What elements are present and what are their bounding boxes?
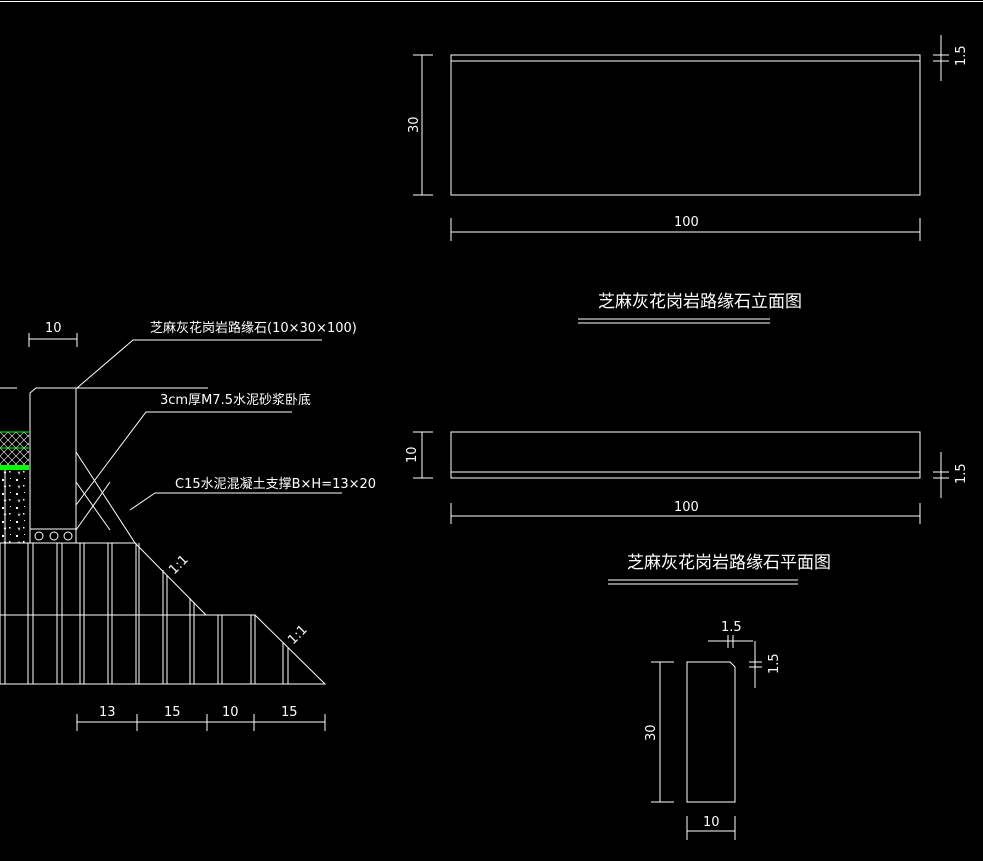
dim-bottom: 13 [99,705,116,720]
plan-title: 芝麻灰花岗岩路缘石平面图 [627,553,831,573]
label-mortar: 3cm厚M7.5水泥砂浆卧底 [160,392,311,408]
dim-top: 10 [45,321,62,336]
dim-height: 30 [644,724,659,741]
plan-view: 10 1.5 100 芝麻灰花岗岩路缘石平面图 [405,431,969,585]
slope-label-upper: 1:1 [166,552,191,577]
dim-height: 30 [407,116,422,133]
slope-label-lower: 1:1 [285,622,310,647]
dim-bottom: 10 [222,705,239,720]
label-support: C15水泥混凝土支撑B×H=13×20 [175,476,376,492]
dim-chamfer: 1.5 [954,45,969,66]
dim-width: 10 [405,446,420,463]
elevation-view: 30 100 1.5 芝麻灰花岗岩路缘石立面图 [407,35,969,324]
curb-stone [29,387,77,530]
support-layer [0,542,208,616]
dim-bottom: 15 [164,705,181,720]
dim-length: 100 [674,500,699,515]
dim-chamfer-h: 1.5 [721,620,742,635]
cross-section-view: 30 10 1.5 1.5 [644,620,782,840]
dim-bottom: 15 [281,705,298,720]
pavement-hatch [0,432,29,468]
dim-chamfer-v: 1.5 [767,653,782,674]
dim-length: 100 [674,215,699,230]
label-curb: 芝麻灰花岗岩路缘石(10×30×100) [150,320,357,336]
elevation-title: 芝麻灰花岗岩路缘石立面图 [598,292,802,312]
dim-width: 10 [703,815,720,830]
dim-chamfer: 1.5 [954,463,969,484]
base-layer [0,614,327,685]
curb-section: 1:1 1:1 芝麻灰花岗岩路缘石(10×30×100) 3cm厚M7.5水泥砂… [0,320,376,731]
